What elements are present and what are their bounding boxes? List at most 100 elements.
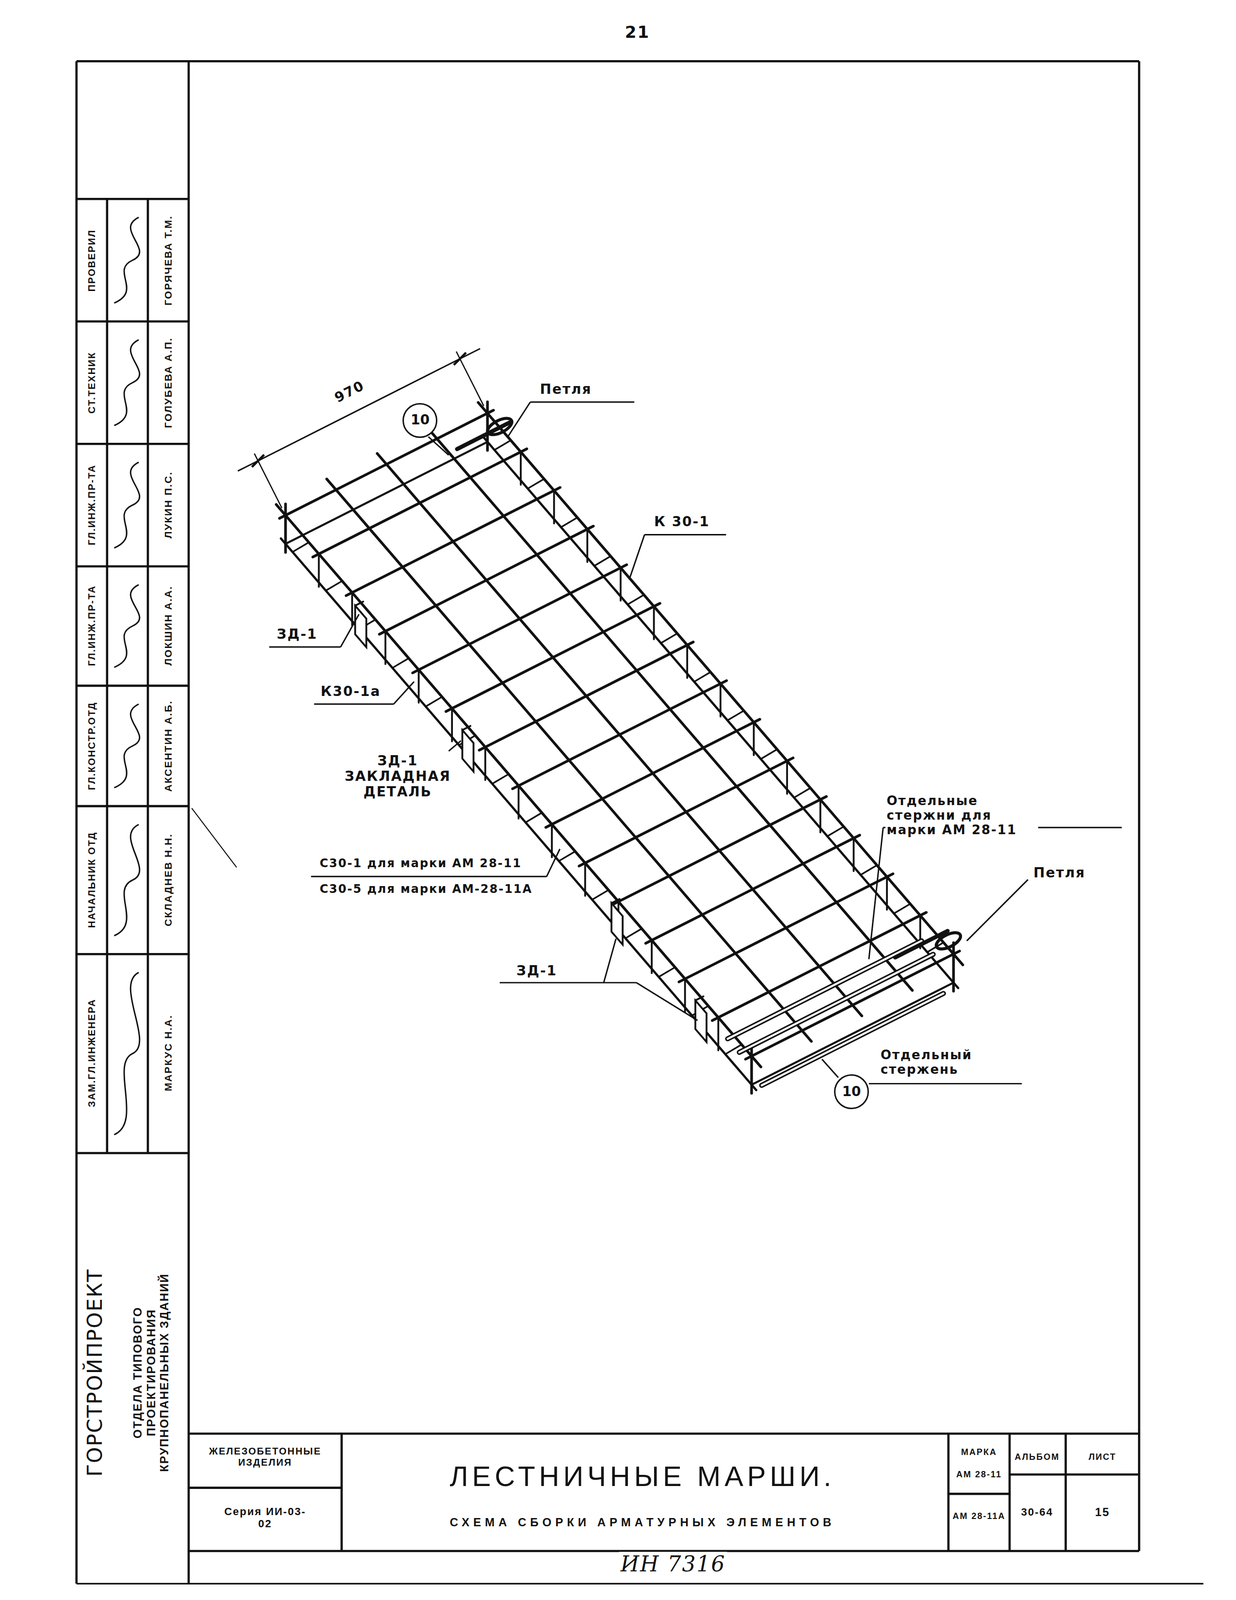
title-block-cell: МАРКУС Н.А.	[162, 1012, 175, 1093]
frame-post	[885, 876, 888, 910]
frame-post	[384, 630, 387, 664]
title-block-cell: СТ.ТЕХНИК	[86, 350, 98, 415]
embedded-plate-flange	[695, 995, 704, 1000]
callout-number: 10	[842, 1084, 862, 1100]
part-label: К30-1а	[319, 683, 383, 700]
frame-diagonal	[794, 787, 811, 798]
frame-diagonal	[627, 594, 644, 605]
leader-line	[821, 1059, 839, 1078]
title-block-cell: ГЛ.ИНЖ.ПР-ТА	[86, 583, 98, 668]
frame-diagonal	[425, 696, 443, 707]
separate-bar	[739, 954, 934, 1053]
leader-line	[269, 645, 341, 648]
end-bar	[285, 441, 488, 544]
leader-line	[644, 533, 726, 536]
title-block-line	[76, 442, 189, 446]
frame-diagonal	[625, 928, 643, 939]
embedded-plate	[611, 902, 623, 945]
mesh-bar	[478, 402, 964, 965]
frame-diagonal	[292, 542, 309, 552]
signature	[114, 217, 140, 304]
part-label: Петля	[538, 381, 594, 398]
mesh-bar	[412, 564, 627, 673]
frame-line	[1138, 61, 1141, 1551]
leader-line	[546, 848, 560, 877]
mesh-bar	[346, 487, 561, 596]
title-block-line	[947, 1433, 950, 1551]
title-block-cell: АМ 28-11	[954, 1469, 1004, 1480]
frame-post	[517, 785, 520, 819]
title-block-cell: 15	[1093, 1505, 1112, 1519]
leader-line	[507, 401, 530, 437]
title-block-line	[948, 1492, 1010, 1495]
mesh-bar	[446, 603, 660, 712]
title-block-line	[76, 684, 189, 688]
mesh-bar	[612, 796, 827, 905]
frame-line	[76, 1582, 1204, 1585]
mesh-bar	[512, 680, 727, 789]
frame-post	[786, 760, 788, 794]
leader-line	[629, 534, 645, 580]
frame-post	[318, 553, 321, 587]
frame-diagonal	[727, 710, 744, 721]
frame-diagonal	[827, 826, 844, 836]
signature	[114, 584, 140, 668]
frame-diagonal	[527, 479, 545, 489]
title-block-cell: ЛИСТ	[1087, 1451, 1118, 1462]
stray-line	[191, 807, 237, 867]
frame-diagonal	[559, 850, 576, 861]
title-block-line	[76, 1151, 189, 1155]
frame-post	[719, 683, 722, 717]
frame-post	[650, 940, 653, 974]
mesh-bar	[545, 719, 760, 828]
leader-line	[310, 875, 547, 878]
mesh-bar	[312, 448, 527, 557]
callout-number: 10	[410, 412, 430, 428]
corner-post	[284, 503, 287, 553]
frame-diagonal	[325, 580, 343, 591]
mesh-bar	[427, 427, 913, 991]
frame-post	[450, 708, 453, 742]
frame-post	[684, 978, 687, 1012]
frame-post	[519, 451, 522, 485]
frame-line	[187, 61, 191, 1584]
frame-diagonal	[694, 672, 711, 682]
mesh-bar	[678, 873, 893, 982]
title-block-line	[76, 564, 189, 568]
separate-bar	[727, 940, 922, 1039]
leader-line	[530, 401, 635, 403]
title-block-cell: СКЛАДНЕВ Н.Н.	[162, 831, 175, 928]
dimension-value: 970	[331, 377, 369, 407]
title-block-line	[188, 1432, 1140, 1435]
frame-post	[484, 746, 487, 780]
frame-post	[686, 644, 689, 678]
frame-diagonal	[594, 556, 611, 566]
frame-post	[653, 606, 656, 640]
separate-bar-core	[727, 940, 922, 1039]
dimension-line	[237, 348, 481, 471]
title-block-line	[146, 198, 150, 1153]
corner-post	[952, 942, 955, 992]
mesh-bar	[326, 479, 812, 1042]
title-block-cell: ГОЛУБЕВА А.П.	[162, 335, 175, 430]
mesh-bar	[578, 757, 793, 867]
leader-line	[603, 938, 616, 983]
title-block-line	[106, 198, 109, 1153]
part-label: Петля	[1031, 865, 1087, 881]
embedded-plate-flange	[462, 725, 471, 730]
signature	[114, 339, 140, 426]
title-block-line	[76, 320, 189, 323]
title-block-line	[76, 952, 189, 956]
embedded-plate-flange	[611, 898, 620, 903]
leader-line	[499, 981, 637, 984]
dimension	[237, 348, 484, 509]
separate-bar-core	[739, 954, 934, 1053]
frame-post	[753, 722, 755, 755]
mesh-bar	[745, 950, 960, 1060]
leader-line	[393, 681, 415, 704]
mesh-bar	[279, 410, 494, 519]
sheet-subtitle: СХЕМА СБОРКИ АРМАТУРНЫХ ЭЛЕМЕНТОВ	[448, 1515, 837, 1529]
part-label: ЗД-1 ЗАКЛАДНАЯ ДЕТАЛЬ	[341, 753, 454, 801]
